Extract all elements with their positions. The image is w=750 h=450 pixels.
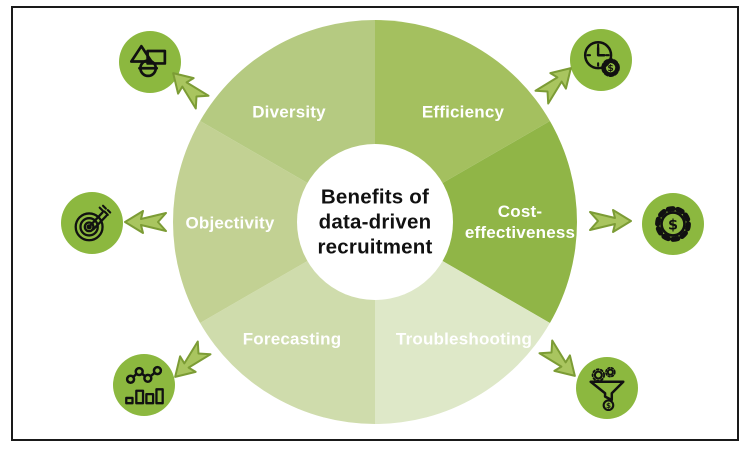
arrow-to-efficiency-icon <box>534 67 572 105</box>
segment-label-forecasting: Forecasting <box>242 329 342 349</box>
segment-label-cost-effectiveness: Cost- effectiveness <box>465 201 575 244</box>
funnel-money-icon: $ <box>589 366 625 411</box>
troubleshooting-icon-badge: $ <box>576 357 638 419</box>
segment-label-diversity: Diversity <box>252 102 326 122</box>
dollar-glyph: $ <box>668 217 678 233</box>
cost-effectiveness-icon-badge: $ <box>642 193 704 255</box>
segment-label-objectivity: Objectivity <box>185 213 275 233</box>
forecasting-icon-badge <box>113 354 175 416</box>
objectivity-icon-badge <box>61 192 123 254</box>
efficiency-icon-badge: $ <box>570 29 632 91</box>
wheel-title: Benefits of data-driven recruitment <box>318 185 433 260</box>
wheel-title-line1: Benefits of <box>320 185 430 209</box>
diversity-icon-badge <box>119 31 181 93</box>
dollar-glyph: $ <box>607 64 613 74</box>
dollar-glyph: $ <box>606 401 611 410</box>
clock-gear-icon: $ <box>583 41 620 77</box>
segment-label-troubleshooting: Troubleshooting <box>395 329 533 349</box>
cost-label-line2: effectiveness <box>464 223 576 242</box>
arrow-to-forecasting-icon <box>174 340 212 378</box>
analytics-chart-icon <box>125 365 164 405</box>
shapes-icon <box>129 44 167 78</box>
arrow-to-cost-effectiveness-icon <box>589 209 632 233</box>
wheel-center-circle <box>297 144 453 300</box>
target-icon <box>74 204 112 242</box>
arrow-to-objectivity-icon <box>124 210 167 234</box>
wheel-segment-cost-effectiveness <box>375 121 577 323</box>
wheel-title-line2: data-driven <box>318 210 432 234</box>
dollar-gear-icon: $ <box>655 206 691 242</box>
arrow-to-troubleshooting-icon <box>538 339 576 377</box>
wheel-title-line3: recruitment <box>317 235 433 259</box>
cost-label-line1: Cost- <box>497 201 543 221</box>
wheel-segment-objectivity <box>173 121 375 323</box>
arrow-to-diversity-icon <box>172 72 210 110</box>
segment-label-efficiency: Efficiency <box>421 102 505 122</box>
